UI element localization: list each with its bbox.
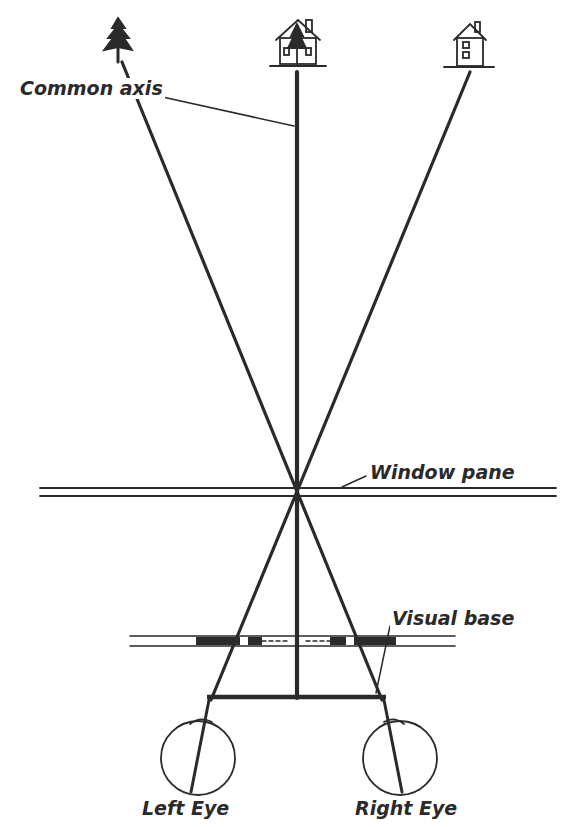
- leader-line: [158, 96, 294, 126]
- common-axis-line: [295, 72, 299, 698]
- left-eye: [161, 700, 235, 795]
- leader-line: [342, 476, 366, 487]
- window-pane: [40, 488, 556, 496]
- base-label: Visual base: [390, 608, 516, 629]
- window-label: Window pane: [368, 462, 517, 483]
- axis-label: Common axis: [18, 78, 165, 99]
- right-eye: [363, 700, 437, 795]
- eye-label: Left Eye: [140, 798, 231, 819]
- sight-line-right: [211, 72, 470, 700]
- spectacle-bar: [130, 636, 455, 646]
- visual-base-line: [207, 695, 386, 700]
- leader-line: [376, 626, 390, 693]
- house-icon: [444, 22, 494, 67]
- house-tree-icon: [270, 20, 326, 66]
- tree-icon: [104, 18, 132, 62]
- eye-label: Right Eye: [353, 798, 459, 819]
